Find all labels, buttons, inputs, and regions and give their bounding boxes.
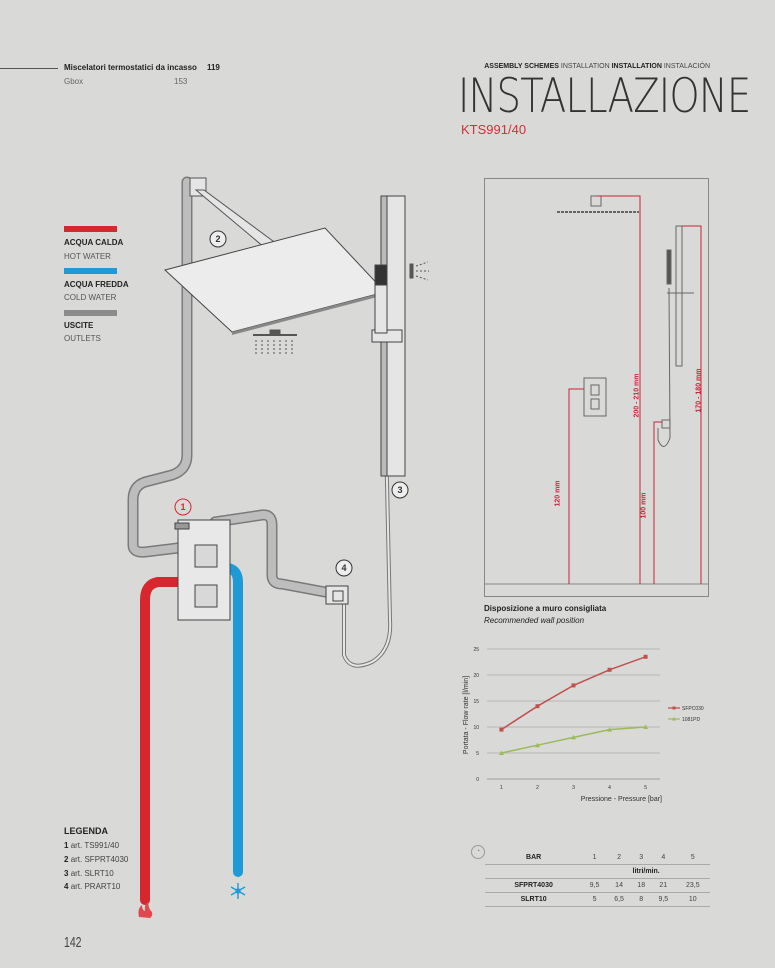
slide-bar xyxy=(371,195,406,477)
installation-illustration: 1 2 3 4 xyxy=(127,176,429,918)
legenda-item: 3 art. SLRT10 xyxy=(64,869,114,878)
legend-label: SFPC030 xyxy=(682,706,704,712)
page-number: 142 xyxy=(64,934,82,951)
series-line-SFPC030 xyxy=(501,656,646,731)
outlets-swatch xyxy=(64,310,117,316)
flow-table-icon: ◔ xyxy=(471,845,485,859)
flame-icon xyxy=(138,902,153,918)
outlets-sub: OUTLETS xyxy=(64,334,101,343)
data-point xyxy=(607,667,612,672)
cold-water-swatch xyxy=(64,268,117,274)
y-axis-label: Portata - Flow rate [l/min] xyxy=(463,676,470,754)
outlets-label: USCITE xyxy=(64,321,94,330)
dim-outlet-height: 100 mm xyxy=(640,492,648,519)
hot-water-pipe xyxy=(140,577,185,905)
legend-label: 1081PD xyxy=(682,717,700,723)
legend-marker xyxy=(672,717,676,721)
nav-item-miscelatori[interactable]: Miscelatori termostatici da incasso xyxy=(64,63,197,72)
legenda-title: LEGENDA xyxy=(64,826,109,836)
lang-es: INSTALACIÓN xyxy=(663,63,710,70)
model-code: KTS991/40 xyxy=(461,122,527,137)
thermostatic-mixer xyxy=(174,519,231,621)
lang-en-bold: ASSEMBLY SCHEMES xyxy=(484,63,559,70)
y-tick-label: 15 xyxy=(473,699,479,705)
nav-line xyxy=(0,68,58,69)
section-languages: ASSEMBLY SCHEMES INSTALLATION INSTALLATI… xyxy=(484,62,710,71)
series-line-1081PD xyxy=(501,726,646,754)
snowflake-icon xyxy=(230,883,246,899)
x-tick-label: 1 xyxy=(500,785,503,791)
table-unit-row: litri/min. xyxy=(485,864,710,879)
nav-item-page: 119 xyxy=(206,63,220,72)
data-point xyxy=(571,734,576,740)
callout-2: 2 xyxy=(209,230,227,248)
y-tick-label: 0 xyxy=(476,777,479,783)
hot-water-swatch xyxy=(64,226,117,232)
callout-3: 3 xyxy=(391,481,409,499)
nav-row-miscelatori: Miscelatori termostatici da incasso 119 xyxy=(64,63,220,73)
cold-water-sub: COLD WATER xyxy=(64,293,117,302)
callout-1: 1 xyxy=(174,498,192,516)
y-tick-label: 10 xyxy=(473,725,479,731)
wall-caption-en: Recommended wall position xyxy=(484,616,585,625)
y-tick-label: 20 xyxy=(473,673,479,679)
data-point xyxy=(535,704,540,709)
x-tick-label: 4 xyxy=(608,785,611,791)
data-point xyxy=(607,727,613,732)
page-title: INSTALLAZIONE xyxy=(458,69,751,124)
wall-outlet xyxy=(325,585,349,605)
legend-marker xyxy=(672,706,676,710)
x-tick-label: 2 xyxy=(536,785,539,791)
dim-mixer-height: 120 mm xyxy=(554,480,562,507)
data-point xyxy=(534,742,540,748)
hot-water-label: ACQUA CALDA xyxy=(64,238,124,247)
wall-caption: Disposizione a muro consigliata xyxy=(484,604,607,613)
wall-position-diagram xyxy=(484,178,709,597)
svg-text:3: 3 xyxy=(397,485,402,495)
data-point xyxy=(498,750,504,755)
dim-head-height: 200 - 210 mm xyxy=(633,373,641,418)
svg-text:1: 1 xyxy=(180,502,185,512)
wall-position-drawing xyxy=(485,195,708,585)
legenda-item: 1 art. TS991/40 xyxy=(64,841,120,850)
data-point xyxy=(571,683,576,688)
data-point xyxy=(643,654,648,659)
x-tick-label: 3 xyxy=(572,785,575,791)
flow-rate-chart: 0 5 10 15 20 25 1 2 3 4 5 Portata - Flow rate [l/m… xyxy=(463,647,704,803)
legenda-item: 4 art. PRART10 xyxy=(64,882,121,891)
y-tick-label: 5 xyxy=(476,751,479,757)
lang-fr: INSTALLATION xyxy=(560,63,610,70)
callout-4: 4 xyxy=(335,559,353,577)
hand-shower-spray-icon xyxy=(409,261,429,281)
outlet-pipe-head xyxy=(127,176,193,558)
rain-head-icon xyxy=(253,329,297,356)
shower-head xyxy=(163,227,386,333)
data-point xyxy=(643,724,649,729)
x-tick-label: 5 xyxy=(644,785,647,791)
y-tick-label: 25 xyxy=(473,647,479,653)
hot-water-sub: HOT WATER xyxy=(64,252,111,261)
x-axis-label: Pressione - Pressure [bar] xyxy=(581,796,662,803)
nav-item-page: 153 xyxy=(174,77,188,86)
cold-water-label: ACQUA FREDDA xyxy=(64,280,129,289)
svg-text:4: 4 xyxy=(341,563,346,573)
svg-text:2: 2 xyxy=(215,234,220,244)
data-point xyxy=(499,727,504,732)
dim-bar-height: 170 - 180 mm xyxy=(695,368,703,413)
nav-item-gbox[interactable]: Gbox xyxy=(64,77,84,86)
legenda-item: 2 art. SFPRT4030 xyxy=(64,855,129,864)
lang-de: INSTALLATION xyxy=(611,63,662,70)
